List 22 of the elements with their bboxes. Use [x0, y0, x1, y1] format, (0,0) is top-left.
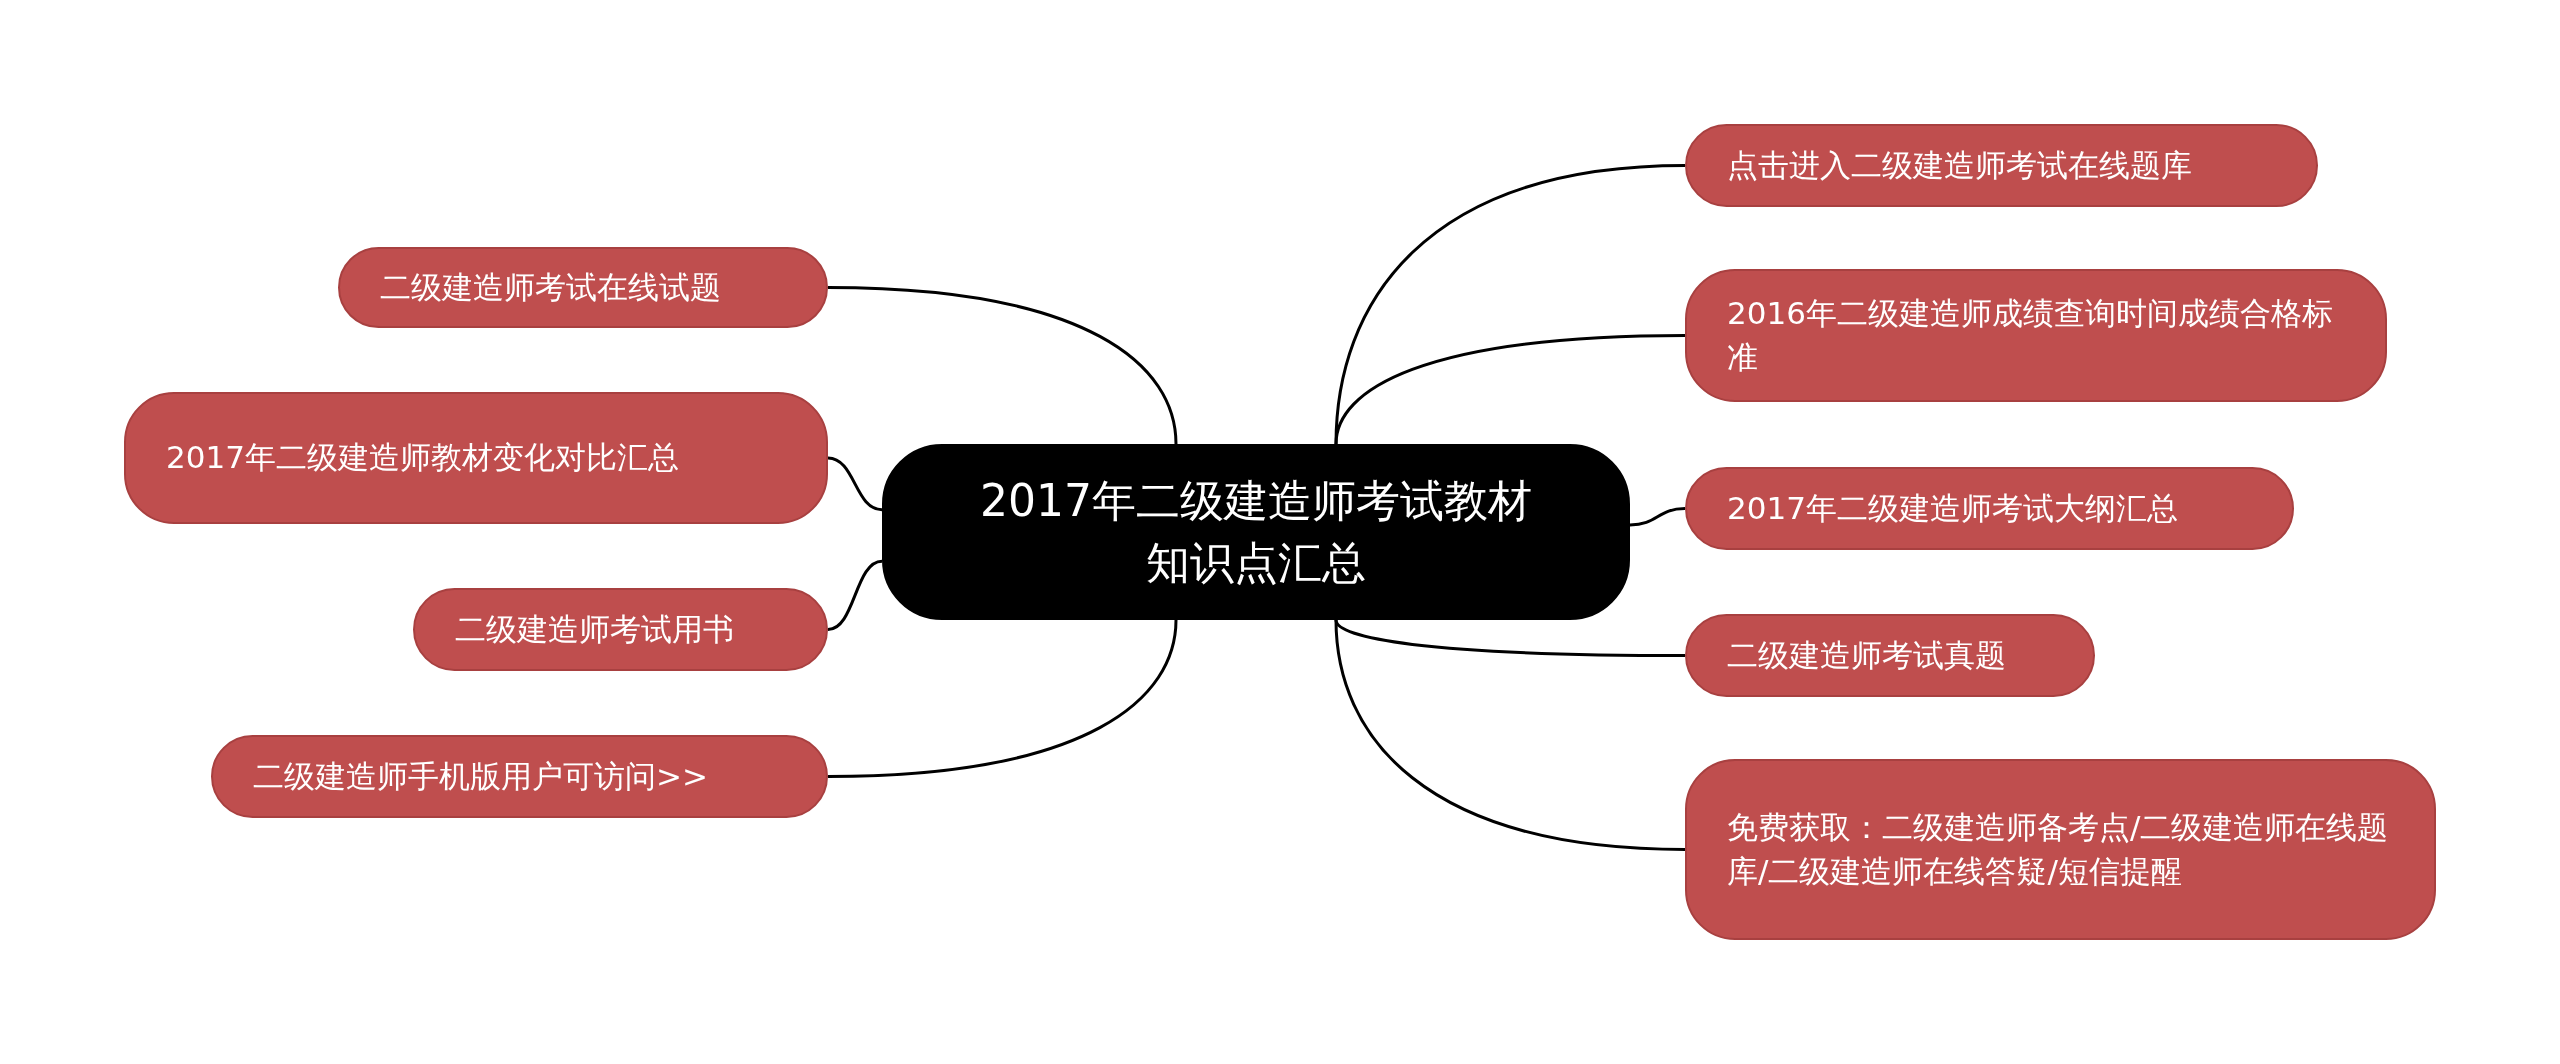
connector-line: [1629, 507, 1686, 527]
topic-text: 点击进入二级建造师考试在线题库: [1727, 145, 2192, 185]
topic-text: 2017年二级建造师考试教材知识点汇总: [979, 474, 1533, 590]
connector-line: [827, 619, 1178, 778]
connector-line: [1334, 164, 1686, 445]
connector-line: [1334, 334, 1686, 445]
topic-text: 2017年二级建造师教材变化对比汇总: [166, 438, 679, 478]
topic-box: [1685, 759, 2436, 940]
topic-text: 2017年二级建造师考试大纲汇总: [1727, 488, 2178, 528]
topic-text: 二级建造师考试用书: [455, 609, 734, 649]
topic-box: [1685, 269, 2387, 402]
central-topic: [882, 444, 1630, 620]
topic-text: 免费获取：二级建造师备考点/二级建造师在线题库/二级建造师在线答疑/短信提醒: [1727, 808, 2390, 891]
topic-text: 二级建造师手机版用户可访问>>: [253, 756, 708, 796]
topic-box: [124, 392, 828, 524]
connector-line: [1334, 619, 1686, 851]
connector-line: [827, 456, 883, 512]
topic-text: 2016年二级建造师成绩查询时间成绩合格标准: [1727, 294, 2334, 377]
connector-line: [827, 559, 883, 631]
connector-line: [827, 286, 1178, 445]
topic-text: 二级建造师考试真题: [1727, 635, 2006, 675]
topic-text: 二级建造师考试在线试题: [380, 267, 721, 307]
